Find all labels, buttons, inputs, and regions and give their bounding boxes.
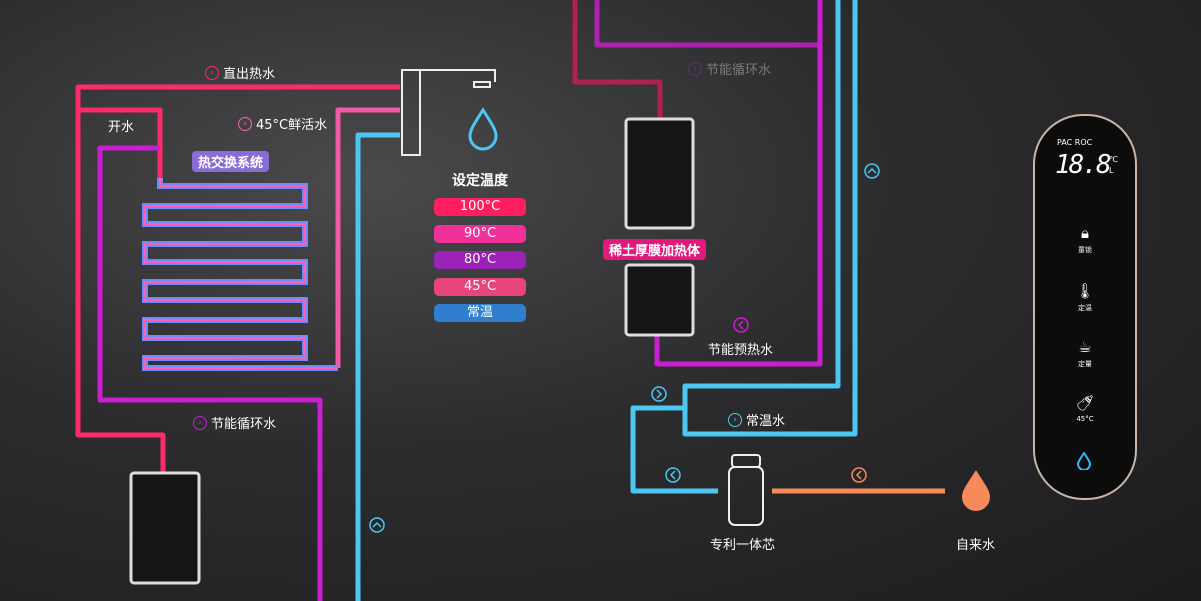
boil-pipe bbox=[78, 107, 163, 178]
temp-option-100[interactable]: 100°C bbox=[434, 198, 526, 216]
label-boil: 开水 bbox=[108, 120, 135, 135]
cup-icon: ☕︎ bbox=[1078, 338, 1092, 356]
arrow-right-icon: › bbox=[193, 415, 207, 430]
label-heat-exchange: 热交换系统 bbox=[192, 151, 270, 172]
temp-45-button[interactable]: 🍼︎45°C bbox=[1035, 394, 1135, 423]
heat-exchange-coil bbox=[142, 178, 338, 371]
magenta-cycle-pipe bbox=[97, 145, 323, 601]
water-drop-icon bbox=[468, 107, 498, 151]
label-normal-water: ›常温水 bbox=[728, 410, 785, 429]
heater-box-top bbox=[624, 117, 695, 230]
lock-icon: 🔒︎ bbox=[1081, 224, 1089, 242]
arrow-right-icon: › bbox=[688, 61, 702, 76]
label-fresh45: ›45°C鲜活水 bbox=[238, 114, 327, 133]
thermometer-icon: 🌡︎ bbox=[1075, 282, 1095, 300]
arrow-right-icon: › bbox=[238, 116, 252, 131]
dispense-water-icon[interactable] bbox=[1077, 452, 1091, 470]
label-energy-cycle-right: ›节能循环水 bbox=[688, 59, 771, 78]
tap-water-drop-icon bbox=[962, 470, 990, 511]
faucet-icon bbox=[401, 69, 496, 156]
panel-display: 18.8 bbox=[1055, 150, 1112, 180]
temp-option-90[interactable]: 90°C bbox=[434, 224, 526, 243]
magenta-top-right bbox=[594, 0, 820, 48]
red-hot-pipe bbox=[75, 84, 400, 472]
label-preheat: 节能预热水 bbox=[708, 343, 774, 358]
set-volume-button[interactable]: ☕︎定量 bbox=[1035, 338, 1135, 369]
temp-option-45[interactable]: 45°C bbox=[434, 277, 526, 296]
blue-pipe-left bbox=[355, 132, 400, 601]
label-direct-hot: ›直出热水 bbox=[205, 63, 275, 82]
panel-brands: PAC ROC bbox=[1057, 138, 1093, 147]
label-rare-earth: 稀土厚膜加热体 bbox=[603, 239, 707, 260]
heater-box-bottom bbox=[624, 263, 695, 337]
label-filter: 专利一体芯 bbox=[710, 538, 776, 553]
flow-arrows bbox=[369, 163, 880, 533]
heater-box-left bbox=[129, 471, 201, 585]
blue-filter-pipe bbox=[630, 405, 718, 494]
magenta-preheat-pipe bbox=[654, 0, 823, 367]
label-tap-water: 自来水 bbox=[956, 538, 996, 553]
filter-icon bbox=[728, 454, 764, 526]
label-energy-cycle-left: ›节能循环水 bbox=[193, 413, 276, 432]
temp-option-80[interactable]: 80°C bbox=[434, 251, 526, 269]
fresh-pipe bbox=[335, 107, 400, 368]
set-temp-button[interactable]: 🌡︎定温 bbox=[1035, 282, 1135, 313]
bottle-icon: 🍼︎ bbox=[1075, 394, 1095, 412]
temperature-selector: 设定温度 100°C 90°C 80°C 45°C 常温 bbox=[434, 170, 526, 331]
arrow-right-icon: › bbox=[205, 65, 219, 80]
red-pipe-right bbox=[572, 0, 663, 118]
child-lock-button[interactable]: 🔒︎童锁 bbox=[1035, 224, 1135, 255]
temp-option-normal[interactable]: 常温 bbox=[434, 304, 526, 322]
temperature-title: 设定温度 bbox=[452, 173, 508, 189]
arrow-right-icon: › bbox=[728, 412, 742, 427]
